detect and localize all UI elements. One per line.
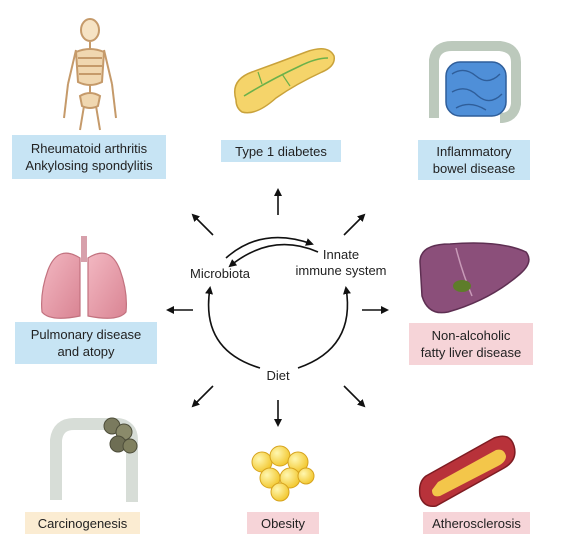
- lungs-icon: [41, 236, 127, 319]
- node-diet: Diet: [266, 368, 290, 383]
- fat-cells-icon: [251, 445, 315, 502]
- arrow-to-ibd: [343, 213, 366, 236]
- artery-plaque-icon: [418, 435, 516, 508]
- arrow-immune-to-microbiota: [228, 243, 319, 268]
- arc-diet-to-microbiota: [205, 286, 261, 369]
- node-innate-immune-system: Innate immune system: [295, 247, 387, 278]
- node-microbiota: Microbiota: [190, 266, 250, 281]
- radial-arrows: [166, 188, 389, 427]
- arrow-to-carc: [191, 385, 214, 408]
- label-nafld: Non-alcoholic fatty liver disease: [409, 323, 533, 365]
- central-cycle: [205, 236, 351, 369]
- label-t1d: Type 1 diabetes: [221, 140, 341, 162]
- arrow-to-ra: [191, 213, 214, 236]
- arc-diet-to-immune: [297, 286, 351, 369]
- label-ath: Atherosclerosis: [423, 512, 530, 534]
- pancreas-icon: [234, 48, 335, 114]
- label-obes: Obesity: [247, 512, 319, 534]
- arrow-to-ath: [343, 385, 366, 408]
- colon-tumor-icon: [50, 417, 138, 502]
- liver-icon: [419, 242, 530, 314]
- skeleton-icon: [63, 18, 117, 131]
- arrow-microbiota-to-immune: [225, 236, 314, 259]
- intestine-icon: [429, 41, 521, 123]
- label-pulm: Pulmonary disease and atopy: [15, 322, 157, 364]
- label-carc: Carcinogenesis: [25, 512, 140, 534]
- label-ibd: Inflammatory bowel disease: [418, 140, 530, 180]
- label-ra: Rheumatoid arthritis Ankylosing spondyli…: [12, 135, 166, 179]
